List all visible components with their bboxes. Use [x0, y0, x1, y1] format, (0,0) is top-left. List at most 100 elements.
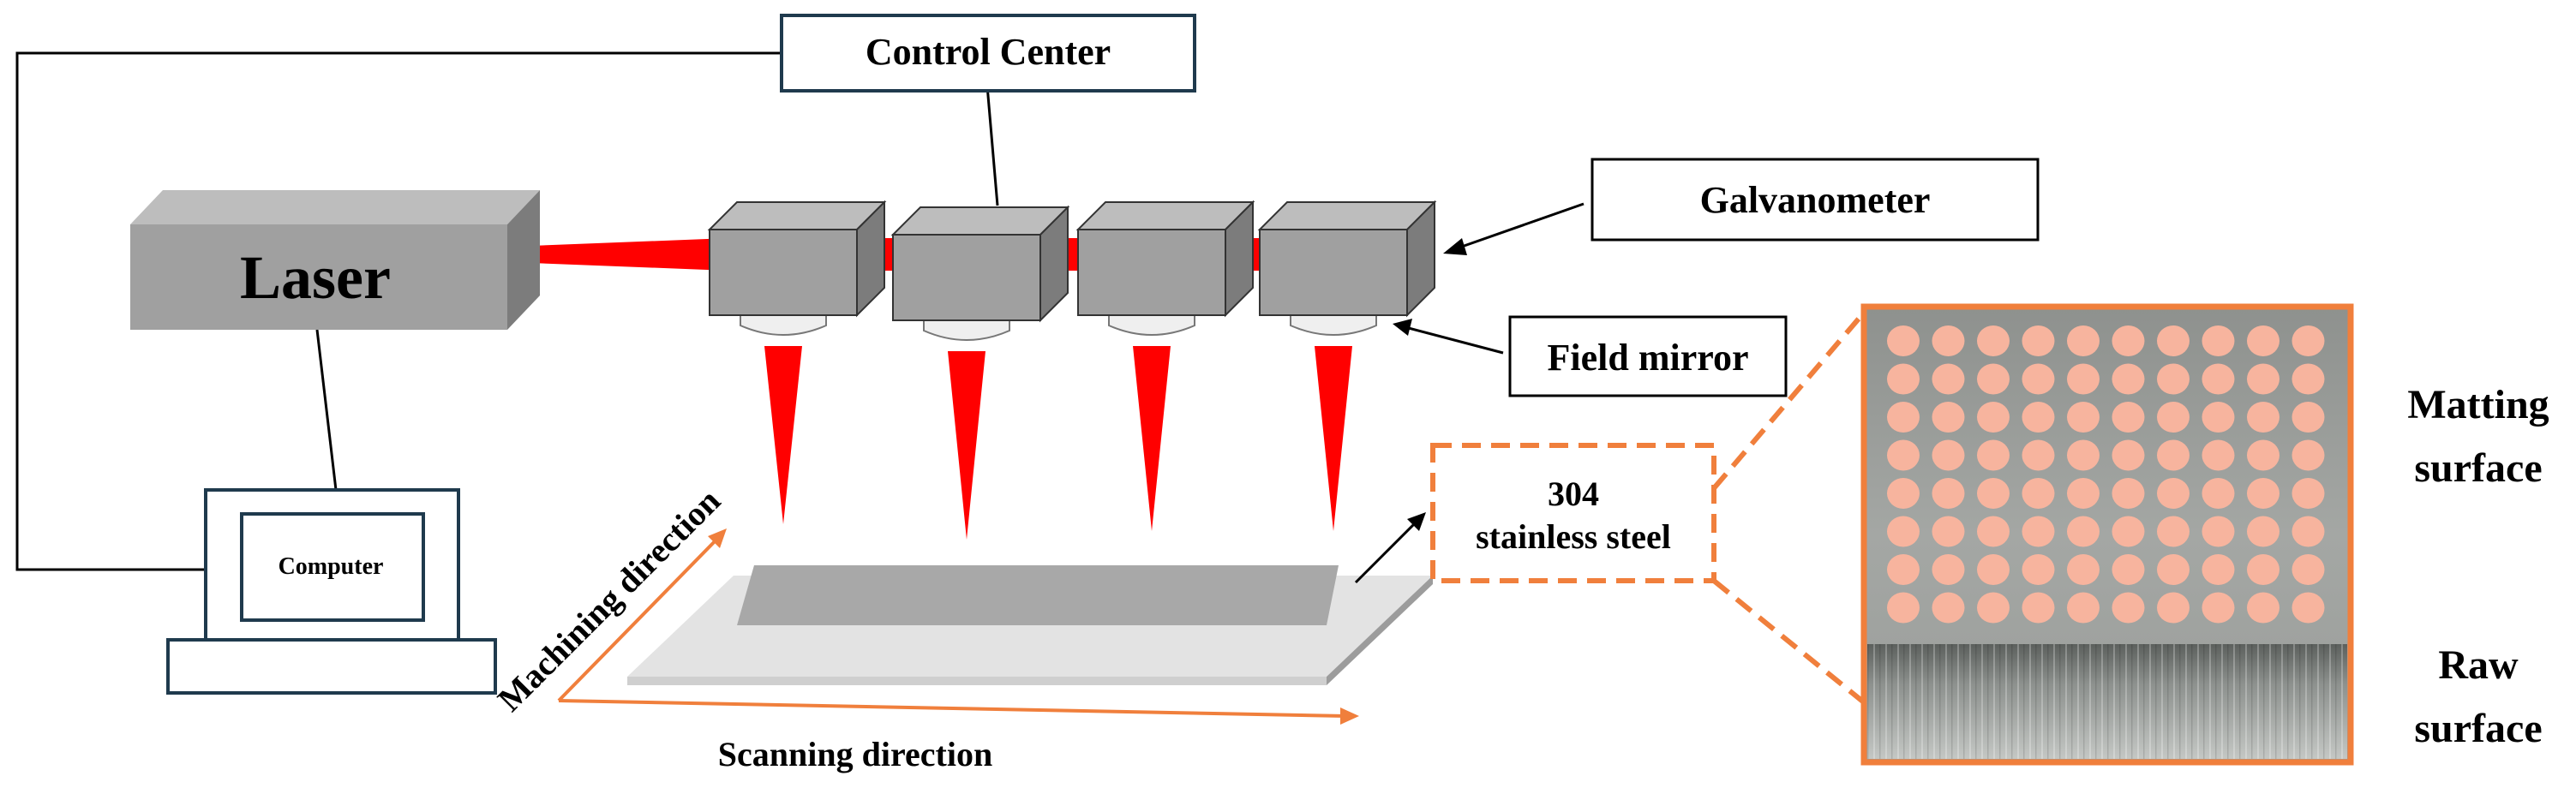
raw-surface-label-line2: surface: [2414, 706, 2542, 751]
zoom-line-top: [1711, 311, 1866, 490]
field-mirror-callout: Field mirror: [1393, 315, 1788, 397]
field-mirror-lens: [923, 319, 1010, 341]
matting-dot: [2112, 516, 2145, 547]
matting-dot: [1887, 325, 1920, 356]
matting-dot: [1932, 363, 1965, 395]
matting-dot: [2202, 363, 2235, 395]
field-mirror-arrow: [1405, 325, 1504, 355]
matting-dot: [1887, 363, 1920, 395]
matting-dot: [2247, 592, 2279, 624]
matting-dot: [2202, 516, 2235, 547]
laser-beam-cone: [1133, 346, 1171, 531]
material-box: [1430, 443, 1716, 583]
wire-laser-to-computer: [315, 329, 338, 491]
matting-dot: [2157, 363, 2190, 395]
matting-dot: [2247, 402, 2279, 433]
matting-dot: [1977, 402, 2010, 433]
matting-dot: [1932, 402, 1965, 433]
matting-dot: [1887, 439, 1920, 471]
matting-dot-array: [1887, 325, 2325, 624]
material-label-line1: 304: [1548, 475, 1599, 513]
matting-dot: [2247, 478, 2279, 509]
control-center-box: Control Center: [780, 14, 1196, 93]
matting-dot: [2202, 554, 2235, 585]
matting-dot: [2157, 325, 2190, 356]
matting-dot: [2067, 402, 2100, 433]
matting-dot: [2157, 478, 2190, 509]
matting-dot: [2202, 478, 2235, 509]
field-mirror-lens: [1108, 314, 1195, 336]
matting-dot: [2157, 402, 2190, 433]
field-mirror-label: Field mirror: [1548, 337, 1749, 379]
laser-box: Laser: [130, 190, 540, 330]
raw-surface-label-line1: Raw: [2438, 642, 2519, 688]
matting-dot: [1887, 402, 1920, 433]
matting-dot: [1932, 325, 1965, 356]
matting-dot: [2112, 402, 2145, 433]
matting-dot: [1887, 554, 1920, 585]
matting-dot: [2022, 478, 2055, 509]
matting-dot: [1977, 516, 2010, 547]
matting-dot: [2247, 554, 2279, 585]
matting-dot: [2067, 439, 2100, 471]
matting-dot: [1977, 478, 2010, 509]
matting-dot: [2022, 516, 2055, 547]
matting-surface-label-line2: surface: [2414, 445, 2542, 491]
computer-base: [166, 638, 497, 695]
matting-dot: [2112, 363, 2145, 395]
galvanometer-head-1: [707, 200, 887, 524]
matting-dot: [2067, 363, 2100, 395]
matting-dot: [1977, 592, 2010, 624]
matting-dot: [1887, 516, 1920, 547]
matting-dot: [2202, 439, 2235, 471]
matting-dot: [2157, 516, 2190, 547]
matting-dot: [2157, 592, 2190, 624]
wire-control-to-galvanometer: [985, 85, 999, 206]
matting-dot: [2202, 592, 2235, 624]
matting-dot: [2067, 516, 2100, 547]
matting-surface-label-line1: Matting: [2407, 382, 2549, 427]
matting-dot: [2067, 592, 2100, 624]
matting-dot: [2022, 592, 2055, 624]
matting-dot: [2067, 554, 2100, 585]
matting-dot: [1977, 363, 2010, 395]
matting-dot: [2022, 363, 2055, 395]
matting-dot: [2247, 325, 2279, 356]
galvanometer-label: Galvanometer: [1700, 179, 1931, 221]
matting-dot: [2112, 478, 2145, 509]
matting-dot: [2022, 325, 2055, 356]
galvanometer-head-3: [1075, 200, 1255, 531]
galvanometer-head-2: [890, 205, 1070, 540]
matting-dot: [1887, 478, 1920, 509]
matting-dot: [2291, 402, 2325, 433]
wiring: [15, 51, 999, 571]
sample-image: [1860, 303, 2354, 766]
workpiece-plate: [627, 565, 1433, 685]
matting-dot: [2067, 325, 2100, 356]
matting-dot: [2112, 439, 2145, 471]
matting-dot: [2247, 363, 2279, 395]
matting-dot: [2291, 554, 2325, 585]
matting-dot: [2112, 592, 2145, 624]
machined-area: [737, 565, 1339, 625]
matting-dot: [2291, 325, 2325, 356]
matting-dot: [1887, 592, 1920, 624]
matting-dot: [2291, 363, 2325, 395]
matting-dot: [2067, 478, 2100, 509]
matting-dot: [2022, 402, 2055, 433]
matting-dot: [2112, 325, 2145, 356]
matting-dot: [2112, 554, 2145, 585]
field-mirror-lens: [740, 314, 827, 336]
matting-dot: [2291, 516, 2325, 547]
matting-dot: [1977, 439, 2010, 471]
field-mirror-lens: [1290, 314, 1377, 336]
material-label-line2: stainless steel: [1476, 517, 1671, 556]
matting-dot: [2157, 439, 2190, 471]
matting-dot: [1932, 554, 1965, 585]
matting-dot: [1977, 554, 2010, 585]
matting-dot: [2247, 516, 2279, 547]
galvanometer-callout: Galvanometer: [1443, 158, 2040, 255]
matting-dot: [1977, 325, 2010, 356]
matting-dot: [2202, 402, 2235, 433]
